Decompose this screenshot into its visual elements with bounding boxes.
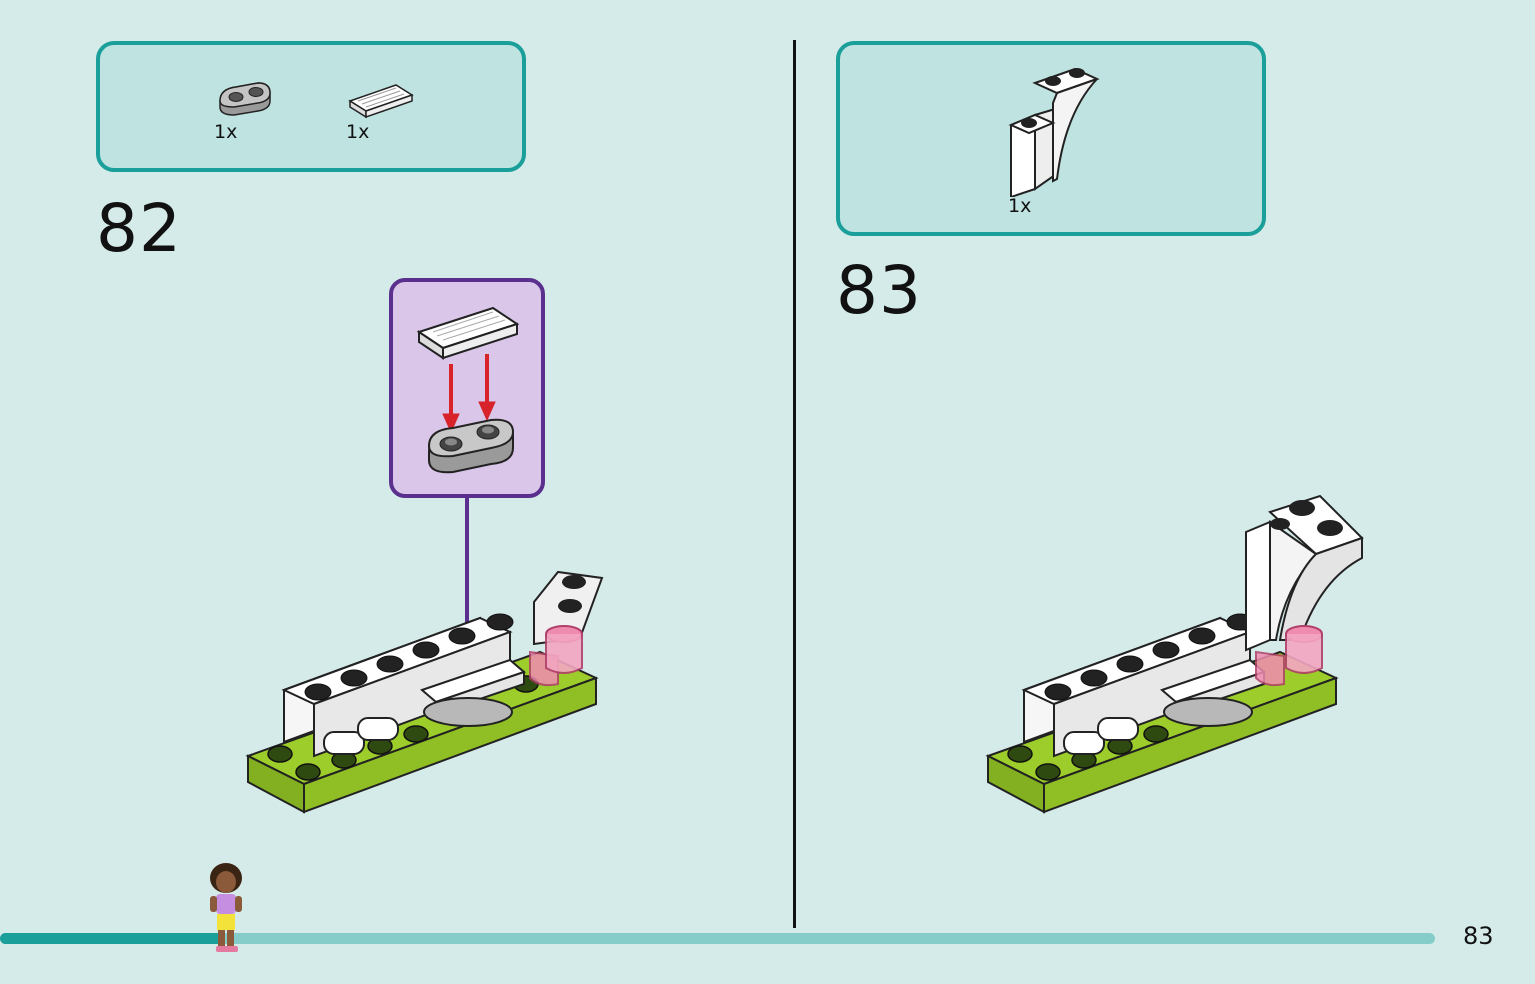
pipe-fitting (323, 717, 399, 755)
grille-tile-icon (416, 306, 520, 360)
parts-box-step-83: 1x (836, 41, 1266, 236)
white-arch-brick-icon (1008, 67, 1100, 197)
white-1x2-grille-tile-icon (348, 84, 414, 119)
parts-box-step-82: 1x 1x (96, 41, 526, 172)
subassembly-diagram (416, 306, 520, 474)
part-qty: 1x (214, 121, 238, 143)
subassembly-callout (389, 278, 545, 498)
model-step-82 (245, 570, 604, 814)
progress-fill (0, 933, 223, 944)
minifigure-icon (210, 863, 242, 952)
progress-track (0, 933, 1435, 944)
page-divider (793, 40, 796, 928)
page-number: 83 (1463, 922, 1494, 950)
gray-2x1-rounded-plate-icon (219, 82, 271, 116)
step-number-83: 83 (836, 252, 922, 329)
step-number-82: 82 (96, 190, 182, 267)
model-step-83 (985, 494, 1364, 814)
red-arrow-icon (442, 354, 496, 434)
rounded-plate-icon (427, 418, 515, 474)
part-qty: 1x (346, 121, 370, 143)
part-qty: 1x (1008, 195, 1032, 217)
